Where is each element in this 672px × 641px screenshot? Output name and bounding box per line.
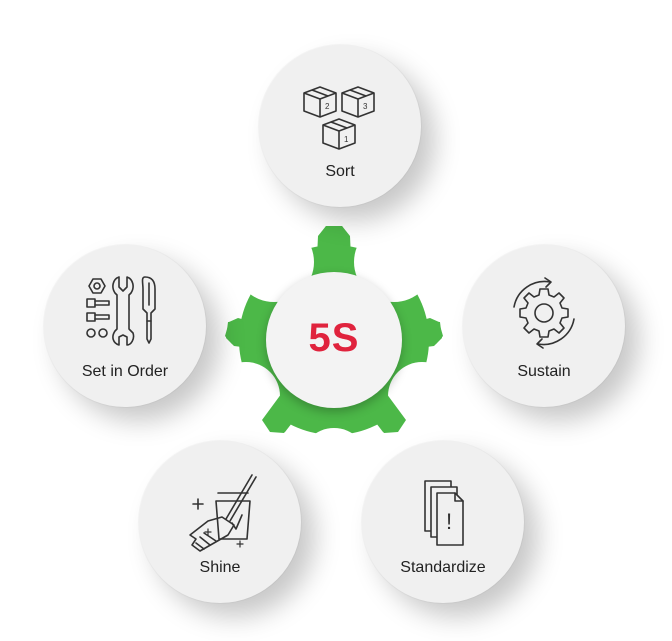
step-sort: 2 3 1 Sort xyxy=(259,45,421,207)
step-shine: Shine xyxy=(139,441,301,603)
tools-icon xyxy=(86,276,156,346)
box-number-3: 3 xyxy=(363,102,368,111)
step-sustain: Sustain xyxy=(463,245,625,407)
step-label-standardize: Standardize xyxy=(400,559,486,576)
step-label-sustain: Sustain xyxy=(517,363,571,380)
box-number-1: 1 xyxy=(344,135,349,144)
step-set-in-order: Set in Order xyxy=(44,245,206,407)
step-standardize: ! Standardize xyxy=(362,441,524,603)
warning-mark: ! xyxy=(446,509,452,534)
boxes-icon: 2 3 1 xyxy=(303,86,375,150)
center-title: 5S xyxy=(308,316,360,360)
step-label-set-in-order: Set in Order xyxy=(81,363,169,380)
step-label-sort: Sort xyxy=(325,163,355,180)
documents-warning-icon: ! xyxy=(424,480,464,546)
gear-cycle-icon xyxy=(513,277,575,349)
step-label-shine: Shine xyxy=(199,559,241,576)
center-circle: 5S xyxy=(266,272,402,408)
broom-bucket-icon xyxy=(189,474,257,552)
box-number-2: 2 xyxy=(325,102,330,111)
